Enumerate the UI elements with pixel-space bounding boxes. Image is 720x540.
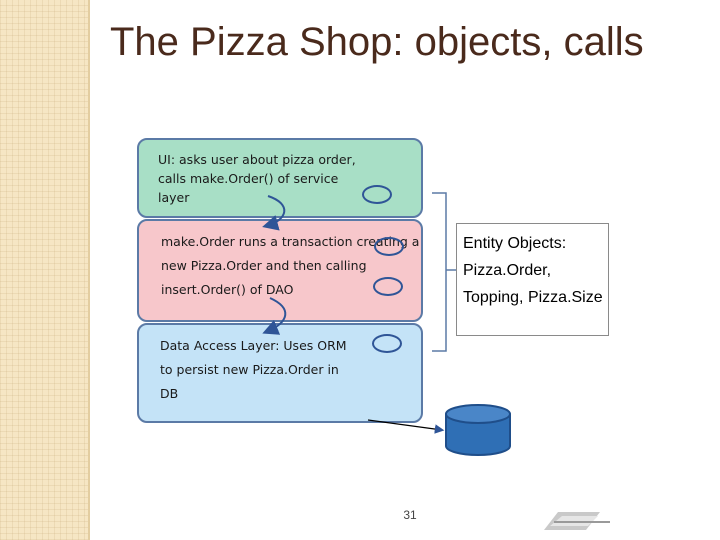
service-layer-text: make.Order runs a transaction creating a…: [161, 234, 420, 297]
database-icon: [445, 404, 511, 456]
ui-object-icon: [362, 185, 392, 204]
ui-layer-text: UI: asks user about pizza order, calls m…: [158, 152, 356, 205]
decorative-left-band: [0, 0, 88, 540]
dao-layer-text: Data Access Layer: Uses ORM to persist n…: [160, 338, 347, 401]
dao-layer-object-icon: [372, 334, 402, 353]
page-number: 31: [403, 508, 417, 522]
ui-layer-box: [137, 138, 423, 218]
decorative-left-edge: [88, 0, 90, 540]
entity-objects-box: [456, 223, 609, 336]
slide-title: The Pizza Shop: objects, calls: [110, 20, 644, 64]
entity-bracket: [432, 192, 456, 352]
service-object-icon: [374, 237, 404, 256]
entity-objects-text: Entity Objects: Pizza.Order, Topping, Pi…: [463, 235, 603, 306]
dao-object-icon: [373, 277, 403, 296]
ui-to-service-call-arrow: [262, 195, 286, 231]
acm-sigmod-logo-icon: [540, 508, 620, 539]
service-to-dao-call-arrow: [262, 297, 287, 335]
dao-to-database-line: [367, 419, 445, 434]
